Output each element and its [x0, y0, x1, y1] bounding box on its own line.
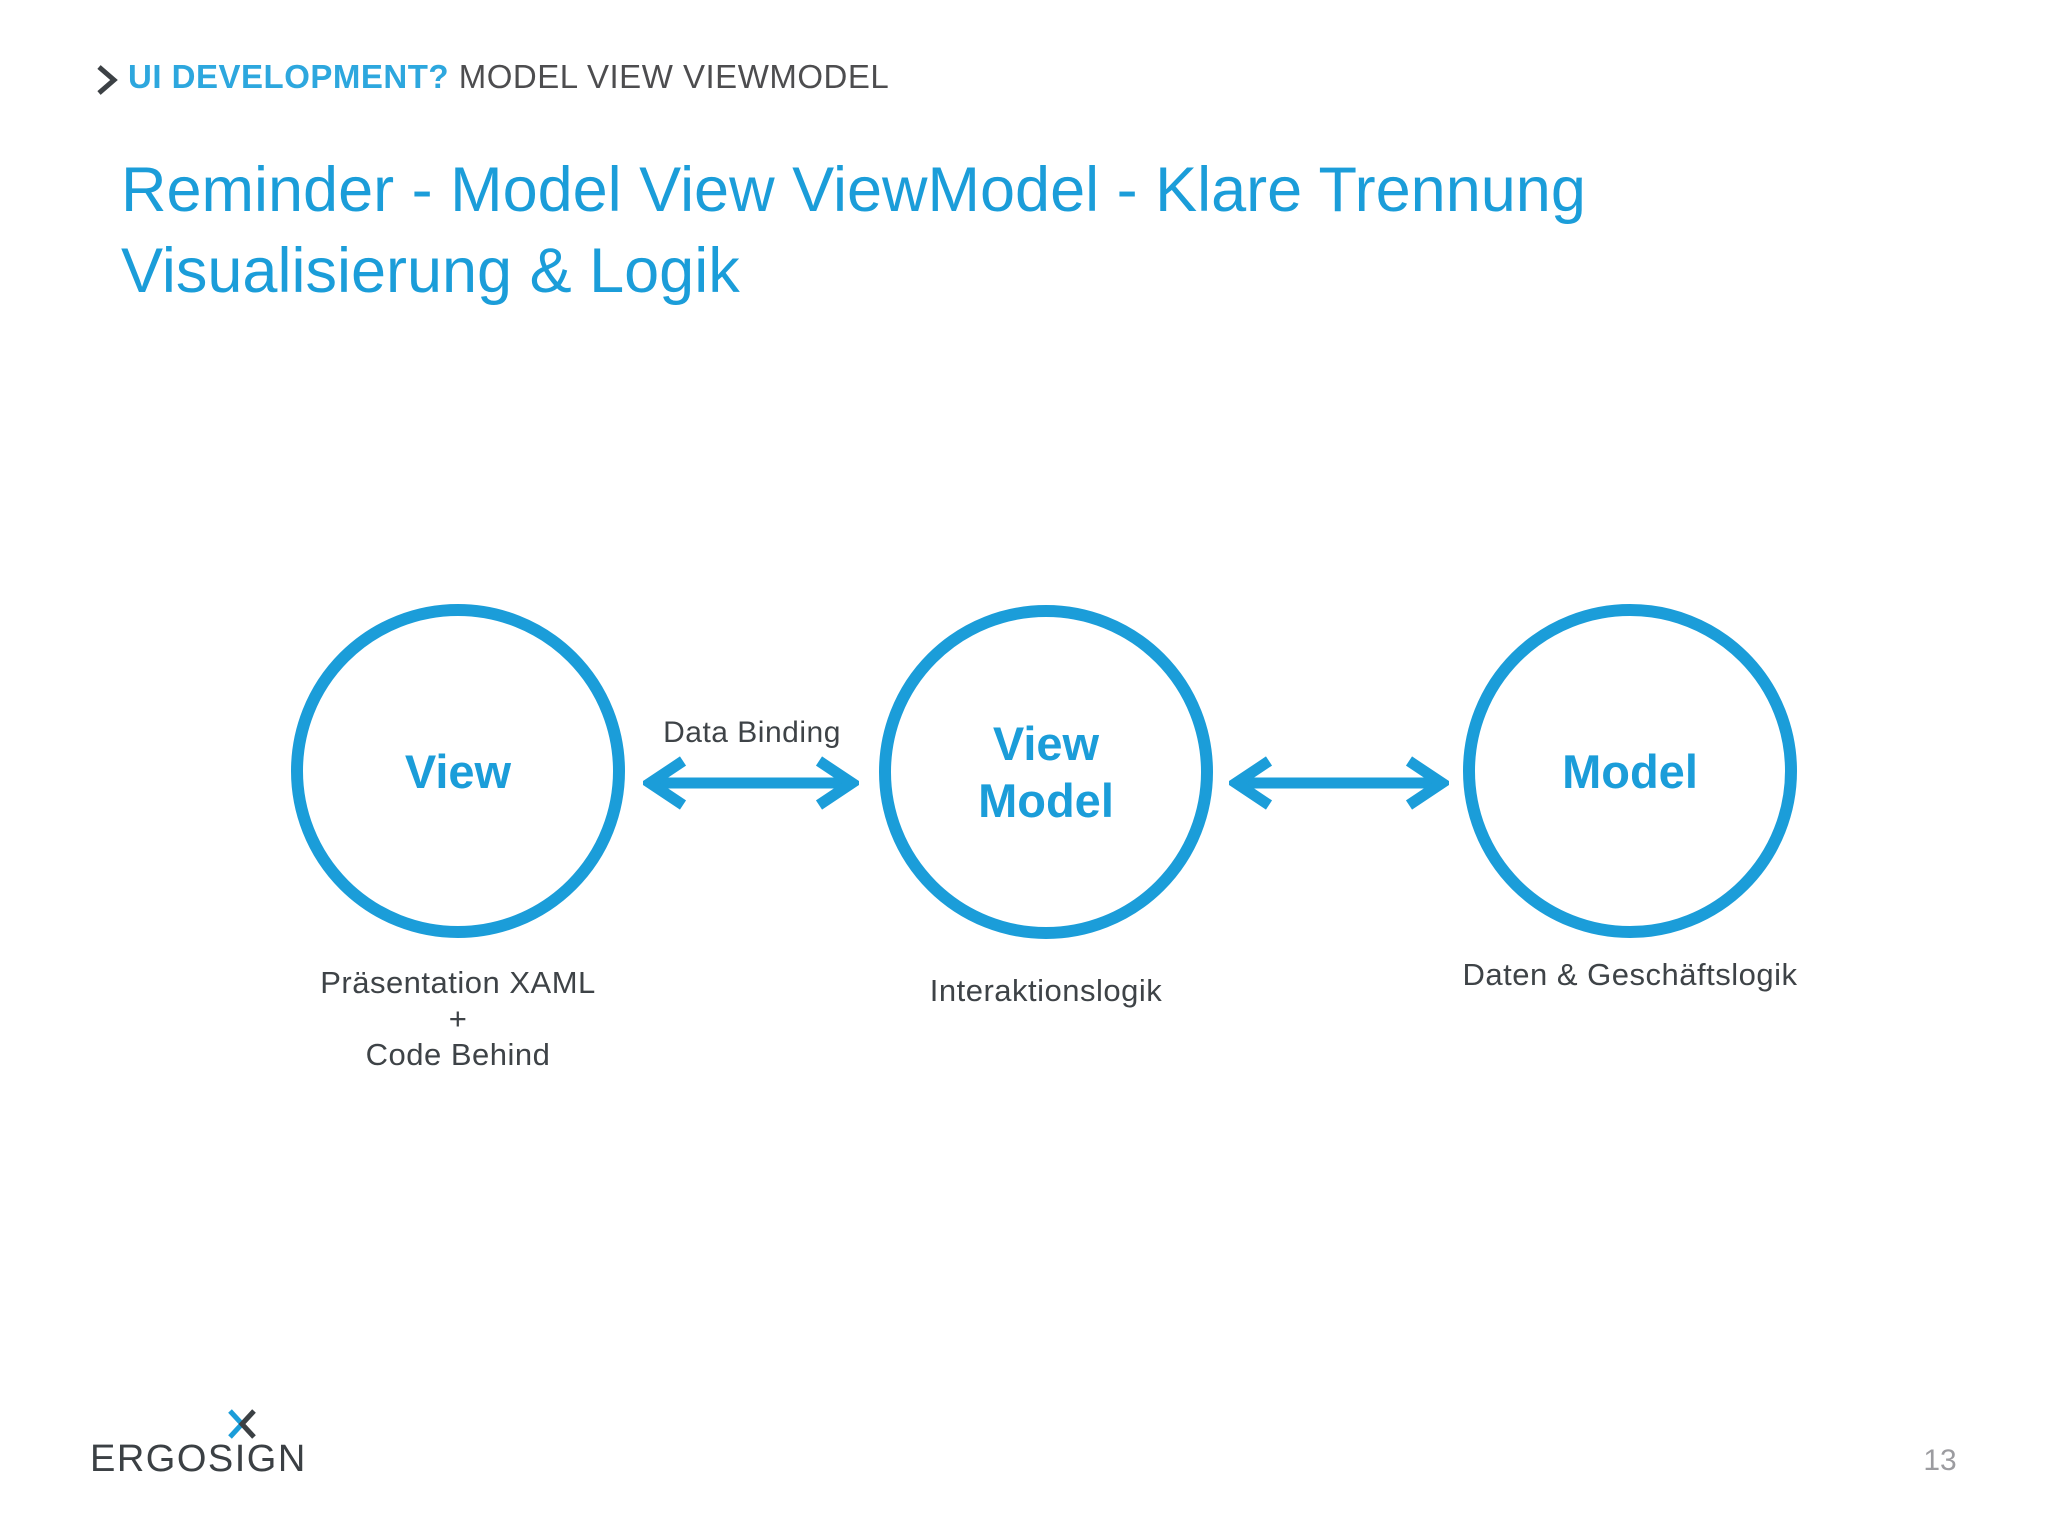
page-number: 13: [1923, 1444, 1957, 1477]
node-model-label-line: Model: [1562, 744, 1698, 798]
node-view-caption-line3: Code Behind: [365, 1037, 551, 1072]
node-view-caption-line1: Präsentation XAML: [320, 965, 596, 1000]
node-viewmodel-caption-line: Interaktionslogik: [929, 973, 1163, 1008]
chevron-right-icon: [97, 65, 118, 95]
node-view-label: View: [405, 743, 511, 800]
node-model: Model: [1463, 604, 1797, 938]
node-viewmodel-label-line1: View: [992, 717, 1100, 770]
node-view-caption-line2: +: [448, 1001, 468, 1036]
bidirectional-arrow-icon: [643, 756, 859, 810]
node-viewmodel-label-line2: Model: [978, 774, 1114, 827]
node-viewmodel-label: View Model: [978, 715, 1114, 829]
page-title-line1: Reminder - Model View ViewModel - Klare …: [121, 155, 1586, 225]
page-title: Reminder - Model View ViewModel - Klare …: [121, 150, 1901, 312]
bidirectional-arrow-icon: [1229, 756, 1449, 810]
kicker-topic: MODEL VIEW VIEWMODEL: [458, 58, 890, 95]
node-viewmodel-caption: Interaktionslogik: [746, 973, 1346, 1009]
page-title-line2: Visualisierung & Logik: [121, 236, 740, 306]
node-view-label-line: View: [404, 744, 512, 798]
edge-label-data-binding: Data Binding: [663, 716, 841, 749]
node-viewmodel: View Model: [879, 605, 1213, 939]
node-view: View: [291, 604, 625, 938]
kicker-highlight: UI DEVELOPMENT?: [128, 58, 450, 95]
node-model-caption: Daten & Geschäftslogik: [1330, 957, 1930, 993]
logo-wordmark: ERGOSIGN: [90, 1438, 307, 1480]
node-view-caption: Präsentation XAML + Code Behind: [158, 965, 758, 1073]
node-model-caption-line: Daten & Geschäftslogik: [1462, 957, 1798, 992]
logo-x-icon: [228, 1409, 256, 1439]
node-model-label: Model: [1562, 743, 1698, 800]
kicker-text: UI DEVELOPMENT? MODEL VIEW VIEWMODEL: [128, 58, 889, 96]
